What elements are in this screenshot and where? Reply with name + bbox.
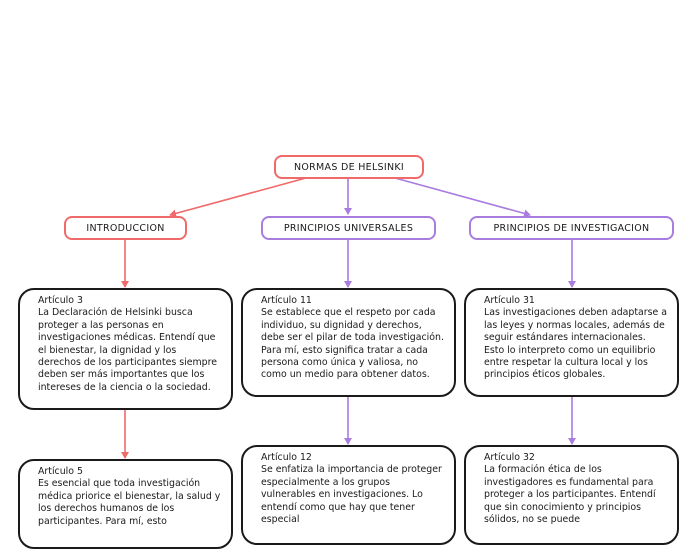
card-articulo-32[interactable]: Artículo 32 La formación ética de los in… xyxy=(464,445,679,545)
card-body: La formación ética de los investigadores… xyxy=(484,464,656,526)
card-body: Es esencial que toda investigación médic… xyxy=(38,478,221,527)
card-title: Artículo 3 xyxy=(38,295,83,306)
card-articulo-31[interactable]: Artículo 31 Las investigaciones deben ad… xyxy=(464,288,679,397)
card-title: Artículo 12 xyxy=(261,452,312,463)
card-title: Artículo 32 xyxy=(484,452,535,463)
root-topic[interactable]: NORMAS DE HELSINKI xyxy=(274,155,424,179)
topic-introduccion-label: INTRODUCCION xyxy=(86,222,165,234)
root-topic-label: NORMAS DE HELSINKI xyxy=(293,161,405,173)
connector-lines xyxy=(121,177,576,459)
card-body: Se enfatiza la importancia de proteger e… xyxy=(261,464,442,526)
card-body: La Declaración de Helsinki busca protege… xyxy=(38,307,218,393)
topic-principios-universales[interactable]: PRINCIPIOS UNIVERSALES xyxy=(261,216,436,240)
topic-introduccion[interactable]: INTRODUCCION xyxy=(64,216,187,240)
card-articulo-12[interactable]: Artículo 12 Se enfatiza la importancia d… xyxy=(241,445,456,545)
card-articulo-5[interactable]: Artículo 5 Es esencial que toda investig… xyxy=(18,459,233,549)
card-body: Se establece que el respeto por cada ind… xyxy=(261,307,444,381)
topic-principios-investigacion-label: PRINCIPIOS DE INVESTIGACION xyxy=(493,222,650,234)
card-body: Las investigaciones deben adaptarse a la… xyxy=(484,307,668,381)
link-root-introduccion xyxy=(169,177,307,218)
link-root-investigacion xyxy=(394,177,531,218)
card-articulo-3[interactable]: Artículo 3 La Declaración de Helsinki bu… xyxy=(18,288,233,410)
topic-principios-investigacion[interactable]: PRINCIPIOS DE INVESTIGACION xyxy=(469,216,674,240)
card-title: Artículo 5 xyxy=(38,466,83,477)
card-title: Artículo 31 xyxy=(484,295,535,306)
card-articulo-11[interactable]: Artículo 11 Se establece que el respeto … xyxy=(241,288,456,397)
card-title: Artículo 11 xyxy=(261,295,312,306)
topic-principios-universales-label: PRINCIPIOS UNIVERSALES xyxy=(283,222,414,234)
